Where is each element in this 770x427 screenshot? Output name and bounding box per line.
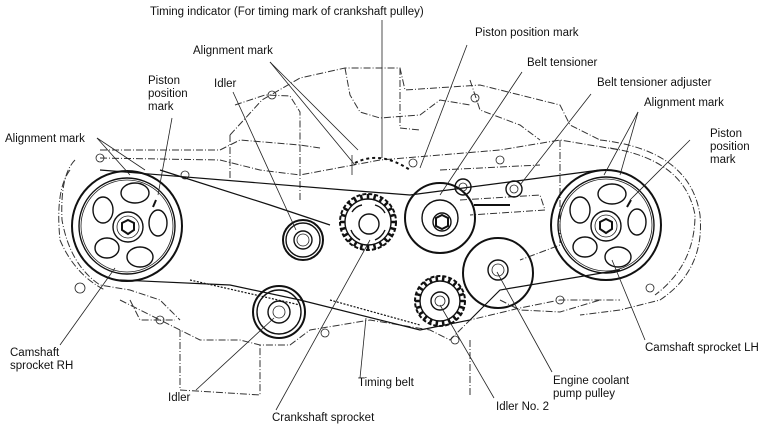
sprocket-tooth	[441, 320, 445, 326]
leader-alignment-mark-top	[269, 61, 359, 151]
leader-camshaft-rh	[59, 267, 116, 346]
idler-lower	[252, 285, 306, 339]
sprocket-tooth	[352, 241, 358, 247]
idler-no2-teeth	[415, 276, 465, 326]
sprocket-tooth	[422, 281, 428, 287]
leader-idler-top	[232, 91, 297, 231]
label-crankshaft-sprocket: Crankshaft sprocket	[272, 412, 375, 424]
sprocket-tooth	[447, 318, 452, 325]
leader-idler-no2	[439, 304, 495, 399]
sprocket-tooth	[389, 226, 396, 231]
sprocket-tooth	[389, 213, 396, 218]
leader-alignment-mark-left	[96, 137, 131, 176]
sprocket-tooth	[372, 243, 377, 250]
sprocket-tooth	[435, 276, 439, 282]
leader-belt-tensioner	[439, 71, 523, 196]
label-alignment-mark-left: Alignment mark	[5, 133, 85, 145]
sprocket-tooth	[418, 286, 424, 292]
leader-piston-position-right	[629, 139, 691, 201]
label-piston-position-mark-right: Piston position mark	[710, 128, 750, 166]
timing-belt	[99, 169, 621, 331]
label-engine-coolant-pump-pulley: Engine coolant pump pulley	[553, 375, 630, 400]
sprocket-tooth	[383, 201, 389, 207]
sprocket-tooth	[452, 315, 458, 321]
label-idler-bottom: Idler	[168, 392, 191, 404]
sprocket-tooth	[456, 286, 462, 292]
sprocket-tooth	[387, 206, 393, 212]
leader-lines	[59, 20, 691, 411]
sprocket-tooth	[415, 305, 422, 310]
label-alignment-mark-right: Alignment mark	[644, 97, 724, 109]
belt-tensioner-adjuster	[454, 178, 523, 198]
label-alignment-mark-top: Alignment mark	[193, 45, 273, 57]
label-idler-no2: Idler No. 2	[496, 401, 550, 413]
sprocket-tooth	[428, 277, 433, 284]
label-piston-position-mark-top: Piston position mark	[475, 27, 579, 39]
sprocket-tooth	[458, 292, 465, 297]
sprocket-tooth	[418, 310, 424, 316]
label-camshaft-sprocket-lh: Camshaft sprocket LH	[645, 342, 759, 354]
sprocket-tooth	[343, 206, 349, 212]
sprocket-tooth	[387, 232, 393, 238]
sprocket-tooth	[435, 320, 439, 326]
leader-idler-bottom	[195, 317, 275, 391]
leader-alignment-mark-right	[603, 111, 639, 176]
label-idler-top: Idler	[214, 78, 237, 90]
idler-no2	[414, 275, 466, 327]
label-timing-belt: Timing belt	[358, 377, 414, 389]
leader-piston-position-left	[157, 117, 173, 196]
engine-block-outline	[58, 67, 701, 396]
timing-indicator	[351, 155, 411, 175]
sprocket-tooth	[359, 194, 364, 201]
crankshaft-sprocket-teeth	[340, 194, 396, 250]
camshaft-sprocket-rh	[71, 170, 183, 282]
sprocket-tooth	[378, 241, 384, 247]
sprocket-tooth	[340, 213, 347, 218]
sprocket-tooth	[372, 194, 377, 201]
leader-timing-belt	[359, 317, 367, 379]
sprocket-tooth	[352, 197, 358, 203]
sprocket-tooth	[415, 292, 422, 297]
idler	[282, 219, 324, 261]
sprocket-tooth	[347, 201, 353, 207]
sprocket-tooth	[343, 232, 349, 238]
sprocket-tooth	[383, 237, 389, 243]
label-camshaft-sprocket-rh: Camshaft sprocket RH	[10, 347, 74, 372]
label-timing-indicator: Timing indicator (For timing mark of cra…	[150, 6, 424, 18]
leader-belt-tensioner-adjuster	[519, 93, 592, 186]
sprocket-tooth	[452, 281, 458, 287]
belt-tensioner	[404, 182, 510, 254]
leader-piston-position-top	[419, 44, 468, 169]
sprocket-tooth	[441, 276, 445, 282]
engine-coolant-pump-pulley	[462, 237, 534, 309]
sprocket-tooth	[428, 318, 433, 325]
camshaft-sprocket-lh	[550, 169, 662, 281]
sprocket-tooth	[447, 277, 452, 284]
sprocket-tooth	[422, 315, 428, 321]
sprocket-tooth	[340, 226, 347, 231]
sprocket-tooth	[347, 237, 353, 243]
sprocket-tooth	[378, 197, 384, 203]
leader-camshaft-lh	[611, 259, 646, 341]
leader-coolant-pump	[496, 271, 553, 373]
label-piston-position-mark-left: Piston position mark	[148, 75, 188, 113]
sprocket-tooth	[359, 243, 364, 250]
label-belt-tensioner-adjuster: Belt tensioner adjuster	[597, 77, 712, 89]
label-belt-tensioner: Belt tensioner	[527, 57, 598, 69]
sprocket-tooth	[456, 310, 462, 316]
sprocket-tooth	[458, 305, 465, 310]
leader-crankshaft	[275, 239, 371, 411]
